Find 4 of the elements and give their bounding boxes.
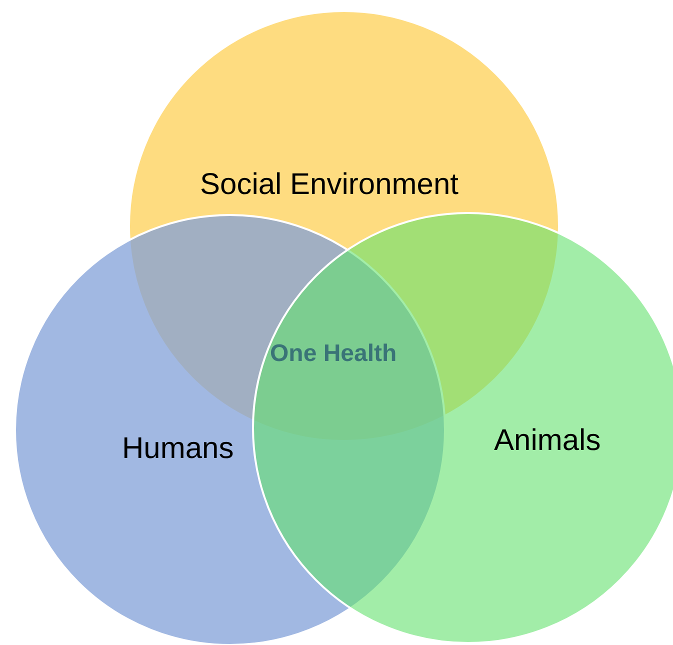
center-label: One Health — [270, 340, 397, 368]
circle-label: Social Environment — [200, 168, 458, 202]
circle-label: Humans — [122, 432, 234, 466]
circle-label: Animals — [494, 424, 601, 458]
